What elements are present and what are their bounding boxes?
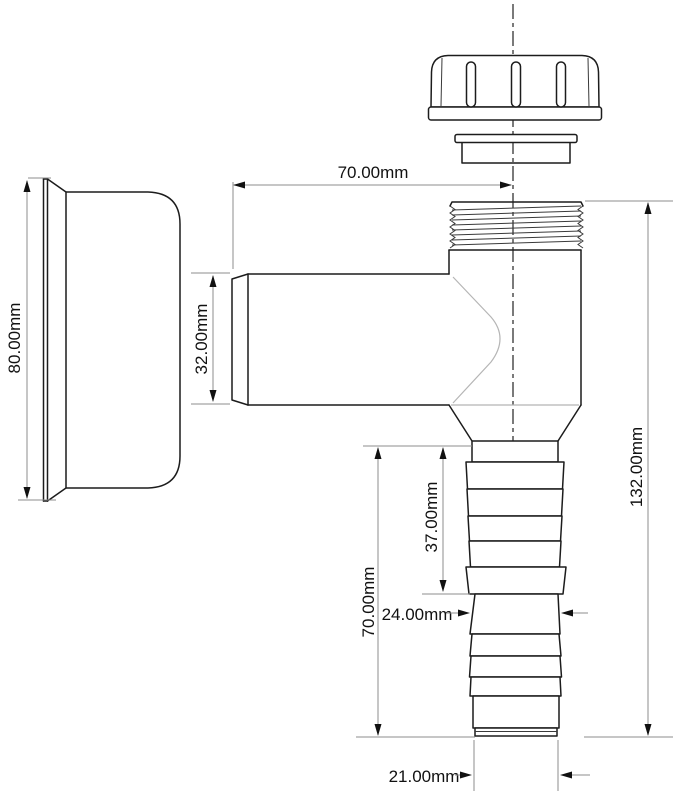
- arrowhead-right: [458, 609, 470, 617]
- male-thread-section: [448, 201, 584, 251]
- arrowhead-down: [439, 580, 447, 592]
- thread-collar: [449, 201, 584, 207]
- flange-shoulder: [46, 178, 67, 193]
- thread-right-edge: [577, 205, 584, 249]
- dim-label-spigot: 32.00mm: [192, 304, 211, 375]
- arrowhead-up: [374, 447, 382, 459]
- dimension-spigot: 32.00mm: [191, 272, 230, 405]
- tail-waist-segment: [469, 593, 561, 635]
- arrowhead-down: [644, 724, 652, 736]
- nut-grip-slot: [465, 61, 477, 108]
- dim-label-waist: 24.00mm: [382, 605, 453, 624]
- barb-segment: [466, 488, 564, 517]
- arrowhead-down: [374, 724, 382, 736]
- dimension-top-width: 70.00mm: [232, 163, 512, 269]
- thread-crest: [451, 220, 582, 226]
- dimension-overall: 132.00mm: [584, 200, 673, 738]
- dimension-tip: 21.00mm: [389, 740, 590, 791]
- internal-bore-curve: [452, 276, 501, 404]
- thread-crest: [451, 225, 582, 231]
- arrowhead-up: [23, 180, 31, 192]
- arrowhead-right: [500, 181, 512, 189]
- arrowhead-up: [209, 275, 217, 287]
- arrowhead-right: [460, 771, 472, 779]
- nut-grip-slot: [510, 61, 522, 108]
- arrowhead-down: [23, 487, 31, 499]
- insert-washer: [454, 133, 578, 164]
- dimension-side-height: 80.00mm: [5, 177, 56, 501]
- flange-shoulder: [46, 487, 67, 502]
- dim-label-tail-total: 70.00mm: [359, 567, 378, 638]
- barb-segment: [469, 633, 562, 657]
- flange-cup-body: [65, 191, 181, 489]
- barb-segment: [468, 655, 563, 678]
- trap-body: [231, 201, 584, 442]
- arrowhead-left: [560, 771, 572, 779]
- thread-crest: [451, 240, 582, 246]
- taper-left: [448, 404, 473, 442]
- washer-body: [461, 142, 571, 164]
- dimension-tail-upper: 37.00mm: [363, 445, 472, 595]
- thread-crest: [451, 205, 582, 211]
- nut-facet-line: [587, 57, 590, 107]
- arrowhead-left: [561, 609, 573, 617]
- hose-tail: [465, 440, 567, 737]
- arrowhead-up: [644, 202, 652, 214]
- side-view-flange: [42, 178, 181, 502]
- arrowhead-up: [439, 447, 447, 459]
- barb-segment: [468, 540, 562, 568]
- spigot-end-chamfer: [231, 273, 249, 406]
- thread-crest: [451, 230, 582, 236]
- dim-label-tail-upper: 37.00mm: [422, 482, 441, 553]
- arrowhead-left: [233, 181, 245, 189]
- nut-base-band: [427, 106, 603, 121]
- dimension-waist: 24.00mm: [382, 605, 588, 624]
- dim-label-tip: 21.00mm: [389, 767, 460, 786]
- dimension-tail-total: 70.00mm: [356, 447, 475, 738]
- tail-neck: [471, 440, 559, 463]
- nut-grip-slot: [555, 61, 567, 108]
- barb-segment: [465, 461, 565, 490]
- horizontal-spigot: [231, 273, 450, 406]
- barb-segment-end: [472, 695, 560, 729]
- thread-left-edge: [449, 205, 456, 249]
- barb-segment: [469, 676, 562, 697]
- thread-crest: [451, 210, 582, 216]
- dim-label-top-width: 70.00mm: [338, 163, 409, 182]
- thread-crest: [451, 215, 582, 221]
- dim-label-overall: 132.00mm: [627, 427, 646, 507]
- nut-facet-line: [440, 57, 443, 107]
- locking-nut: [427, 54, 603, 121]
- dim-label-side-height: 80.00mm: [5, 303, 24, 374]
- taper-right: [557, 404, 582, 442]
- arrowhead-down: [209, 390, 217, 402]
- barb-segment-wide: [465, 566, 567, 595]
- thread-crest: [451, 235, 582, 241]
- barb-segment: [467, 515, 563, 542]
- washer-flange: [454, 133, 578, 144]
